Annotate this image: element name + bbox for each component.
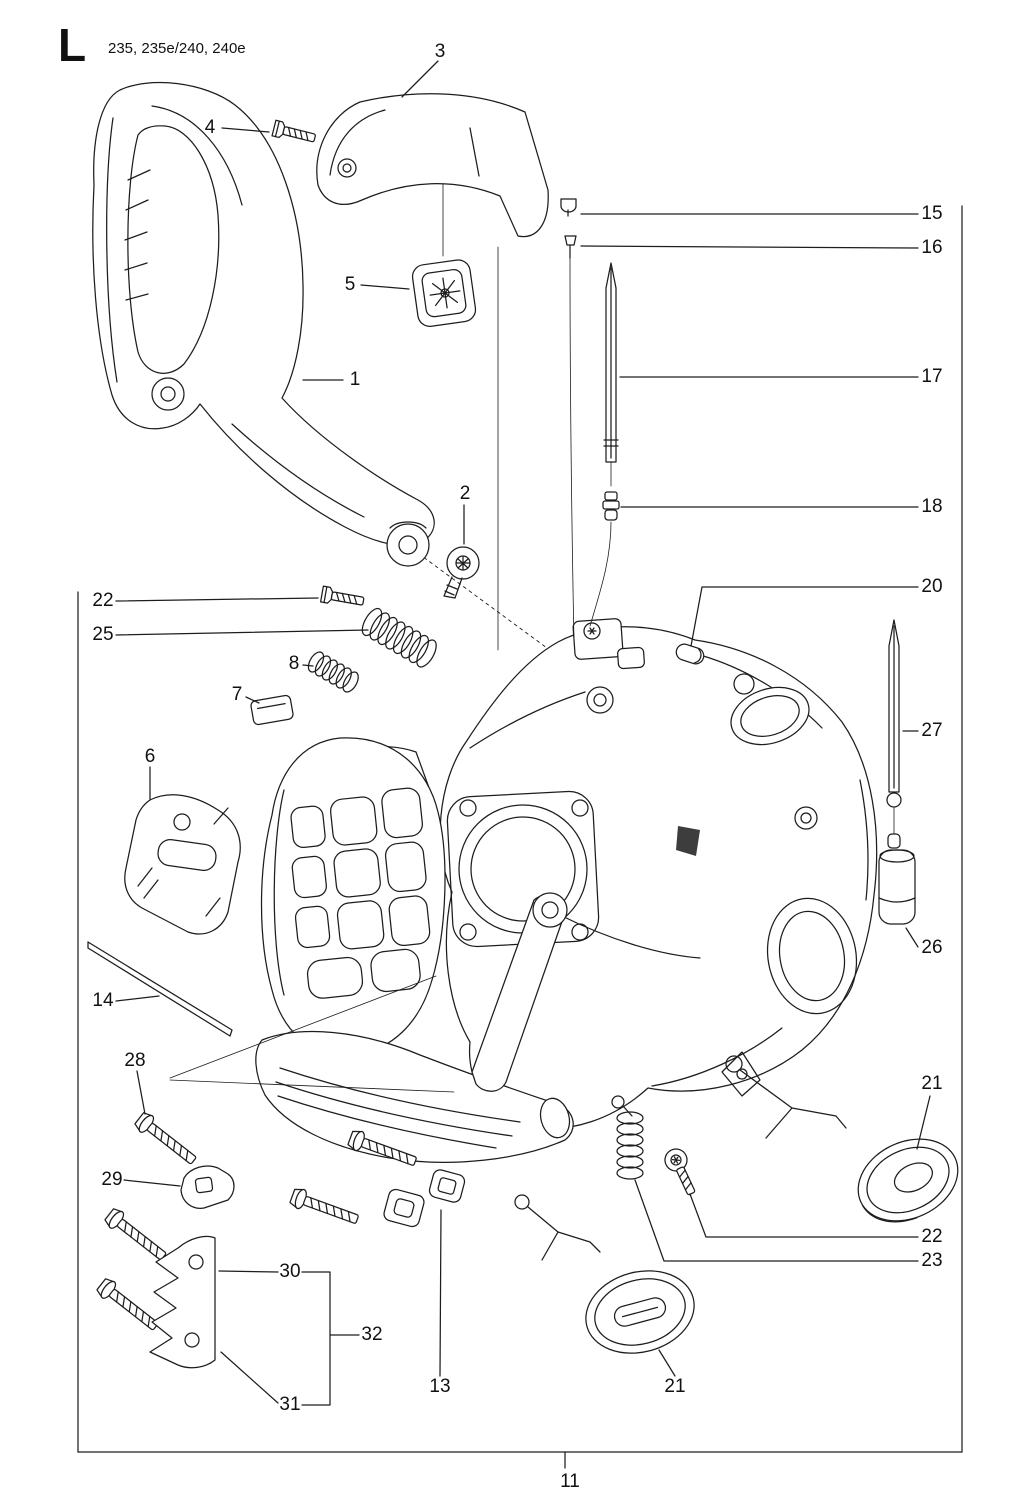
cap-retainer-wire-b bbox=[514, 1194, 601, 1261]
callout-20: 20 bbox=[921, 576, 943, 597]
callout-11: 11 bbox=[560, 1471, 580, 1492]
callout-1: 1 bbox=[349, 369, 361, 390]
leader-lines bbox=[115, 60, 931, 1469]
crankcase-part bbox=[439, 626, 878, 1130]
callout-30: 30 bbox=[279, 1261, 301, 1282]
callout-14: 14 bbox=[92, 990, 114, 1011]
callout-13: 13 bbox=[429, 1376, 451, 1397]
screw-22-part bbox=[319, 585, 366, 610]
screw-2-part bbox=[443, 546, 480, 599]
carburetor-bracket-part bbox=[572, 618, 645, 714]
valve-seat-16-part bbox=[564, 235, 577, 643]
callout-22b: 22 bbox=[921, 1226, 943, 1247]
callout-15: 15 bbox=[921, 203, 943, 224]
callout-2: 2 bbox=[459, 483, 471, 504]
callout-7: 7 bbox=[231, 684, 243, 705]
callout-21a: 21 bbox=[921, 1073, 943, 1094]
fuel-cap-21a-part bbox=[857, 1138, 959, 1223]
callout-8: 8 bbox=[288, 653, 300, 674]
callout-31: 31 bbox=[279, 1394, 301, 1415]
screw-22b-part bbox=[660, 1144, 696, 1196]
spring-25-part bbox=[357, 604, 441, 671]
model-list: 235, 235e/240, 240e bbox=[108, 40, 246, 57]
screw-28-part bbox=[132, 1109, 201, 1170]
callout-32: 32 bbox=[361, 1324, 383, 1345]
callout-16: 16 bbox=[921, 237, 943, 258]
spring-8-part bbox=[304, 648, 362, 696]
callout-3: 3 bbox=[434, 41, 446, 62]
front-cover-part bbox=[260, 737, 446, 1056]
callout-27: 27 bbox=[921, 720, 943, 741]
section-letter: L bbox=[58, 19, 87, 71]
rear-handle-part bbox=[92, 81, 435, 567]
screw-13-parts bbox=[288, 1127, 466, 1230]
rod-14-part bbox=[87, 941, 233, 1037]
callout-18: 18 bbox=[921, 496, 943, 517]
callout-26: 26 bbox=[921, 937, 943, 958]
fuel-cap-21b-part bbox=[585, 1270, 695, 1354]
screw-lower-left-b bbox=[94, 1275, 163, 1336]
fuel-filter-26-part bbox=[878, 833, 916, 925]
callout-6: 6 bbox=[144, 746, 156, 767]
callout-23: 23 bbox=[921, 1250, 943, 1271]
guide-plate-part bbox=[124, 794, 241, 935]
frame-brackets bbox=[77, 205, 963, 1453]
callout-4: 4 bbox=[204, 117, 216, 138]
callout-29: 29 bbox=[101, 1169, 123, 1190]
spring-23-part bbox=[611, 1095, 644, 1180]
callout-17: 17 bbox=[921, 366, 943, 387]
screw-4-part bbox=[271, 119, 318, 147]
fuel-pipe-27-part bbox=[886, 619, 902, 835]
clip-29-part bbox=[180, 1165, 235, 1209]
connector-18-part bbox=[589, 491, 620, 627]
grommet-5-part bbox=[411, 259, 477, 327]
cap-retainer-wire-a bbox=[725, 1055, 847, 1139]
top-cover-part bbox=[316, 93, 549, 238]
guide-lines bbox=[169, 975, 455, 1093]
pin-20-part bbox=[675, 643, 705, 665]
callout-25: 25 bbox=[92, 624, 114, 645]
callout-21b: 21 bbox=[664, 1376, 686, 1397]
bumper-spike-part bbox=[149, 1235, 216, 1369]
tank-handle-part bbox=[255, 1030, 574, 1163]
lever-arm-part bbox=[471, 892, 568, 1092]
damper-7-part bbox=[250, 694, 294, 726]
callout-22a: 22 bbox=[92, 590, 114, 611]
fuel-pipe-17-part bbox=[603, 262, 619, 487]
callout-28: 28 bbox=[124, 1050, 146, 1071]
valve-cap-15-part bbox=[560, 198, 577, 217]
screw-lower-left-a bbox=[102, 1205, 171, 1266]
callout-5: 5 bbox=[344, 274, 356, 295]
